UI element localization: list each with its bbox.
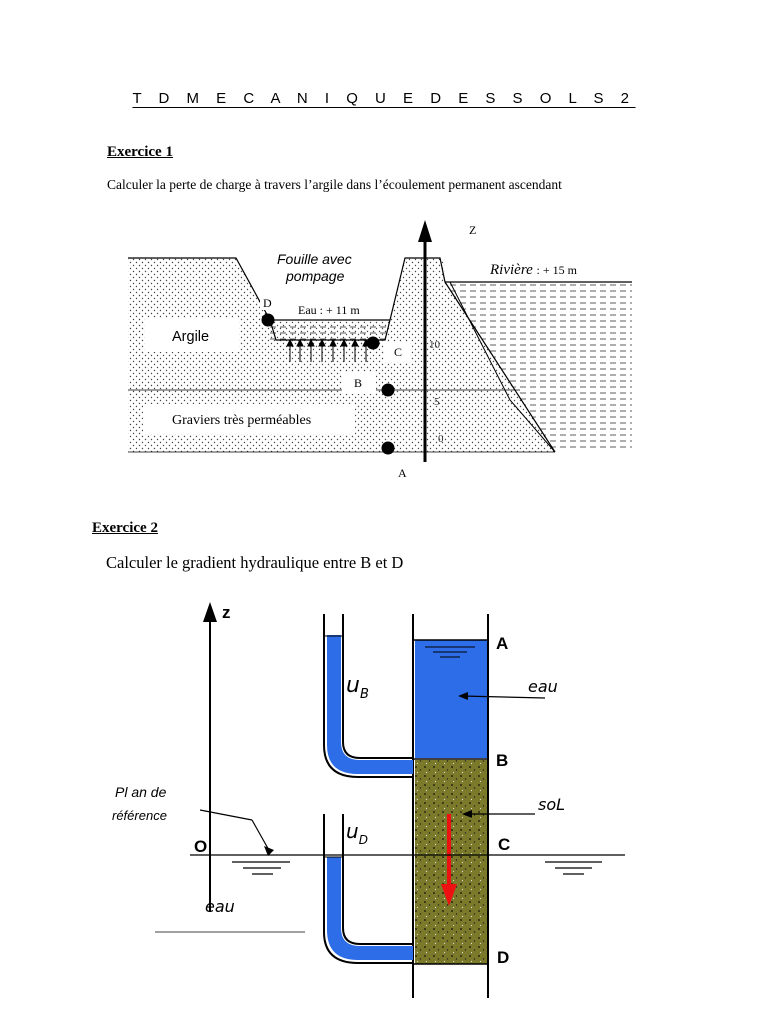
document-title: T D M E C A N I Q U E D E S S O L S 2 (132, 90, 636, 107)
point-c-marker (366, 336, 380, 350)
river-bank-line (449, 281, 556, 453)
ground-outline (128, 257, 556, 453)
exercise-1-text: Calculer la perte de charge à travers l’… (107, 177, 562, 192)
point-a-label: A (398, 466, 407, 480)
gravel-label: Graviers très perméables (172, 413, 311, 428)
ud-label: uD (346, 819, 368, 847)
point-b-marker (381, 383, 395, 397)
water-symbol-left (232, 861, 290, 875)
point-a-label-2: A (496, 634, 508, 653)
ub-label: uB (346, 673, 369, 702)
tick-5: 5 (434, 396, 440, 408)
sol-label: soL (538, 795, 565, 814)
point-b-label: B (354, 376, 362, 390)
eau-left-label: eau (205, 897, 235, 916)
water-symbol-right (545, 861, 602, 875)
exercise-2-text: Calculer le gradient hydraulique entre B… (106, 553, 404, 572)
reference-plane-label-line2: référence (112, 808, 167, 823)
exercise-1-heading: Exercice 1 (107, 144, 173, 160)
point-d-marker (261, 313, 275, 327)
point-d-label-2: D (497, 948, 509, 967)
reference-plane-label-line1: Pl an de (115, 784, 167, 800)
piezometer-b (323, 614, 413, 778)
exercise-2-heading: Exercice 2 (92, 520, 158, 536)
point-a-marker (381, 441, 395, 455)
downward-flow-arrowhead (441, 884, 457, 906)
point-b-label-2: B (496, 751, 508, 770)
argile-label: Argile (172, 329, 209, 345)
z-axis-arrowhead (418, 220, 432, 242)
figure-2-permeameter: z u (112, 602, 625, 998)
eau-right-label: eau (528, 677, 558, 696)
river-label: Rivière : + 15 m (489, 262, 578, 278)
point-c-label: C (394, 345, 402, 359)
point-d-label: D (263, 296, 272, 310)
tick-10: 10 (429, 339, 441, 351)
tick-0: 0 (438, 433, 444, 445)
column-water (415, 640, 487, 758)
fouille-label-line2: pompage (285, 268, 345, 284)
z-axis-arrowhead-2 (203, 602, 217, 622)
river-water-region (445, 282, 632, 452)
point-c-label-2: C (498, 835, 510, 854)
excavation-water-label: Eau : + 11 m (298, 303, 360, 317)
fouille-label-line1: Fouille avec (277, 251, 352, 267)
clay-soil-region (128, 258, 555, 452)
z-axis-label-2: z (222, 603, 231, 622)
excavation-water (268, 322, 390, 340)
origin-label: O (194, 837, 207, 856)
z-axis-label: Z (469, 223, 476, 237)
figure-1-cross-section: Argile Graviers très perméables Eau : + … (128, 220, 632, 480)
piezometer-d (323, 814, 413, 964)
